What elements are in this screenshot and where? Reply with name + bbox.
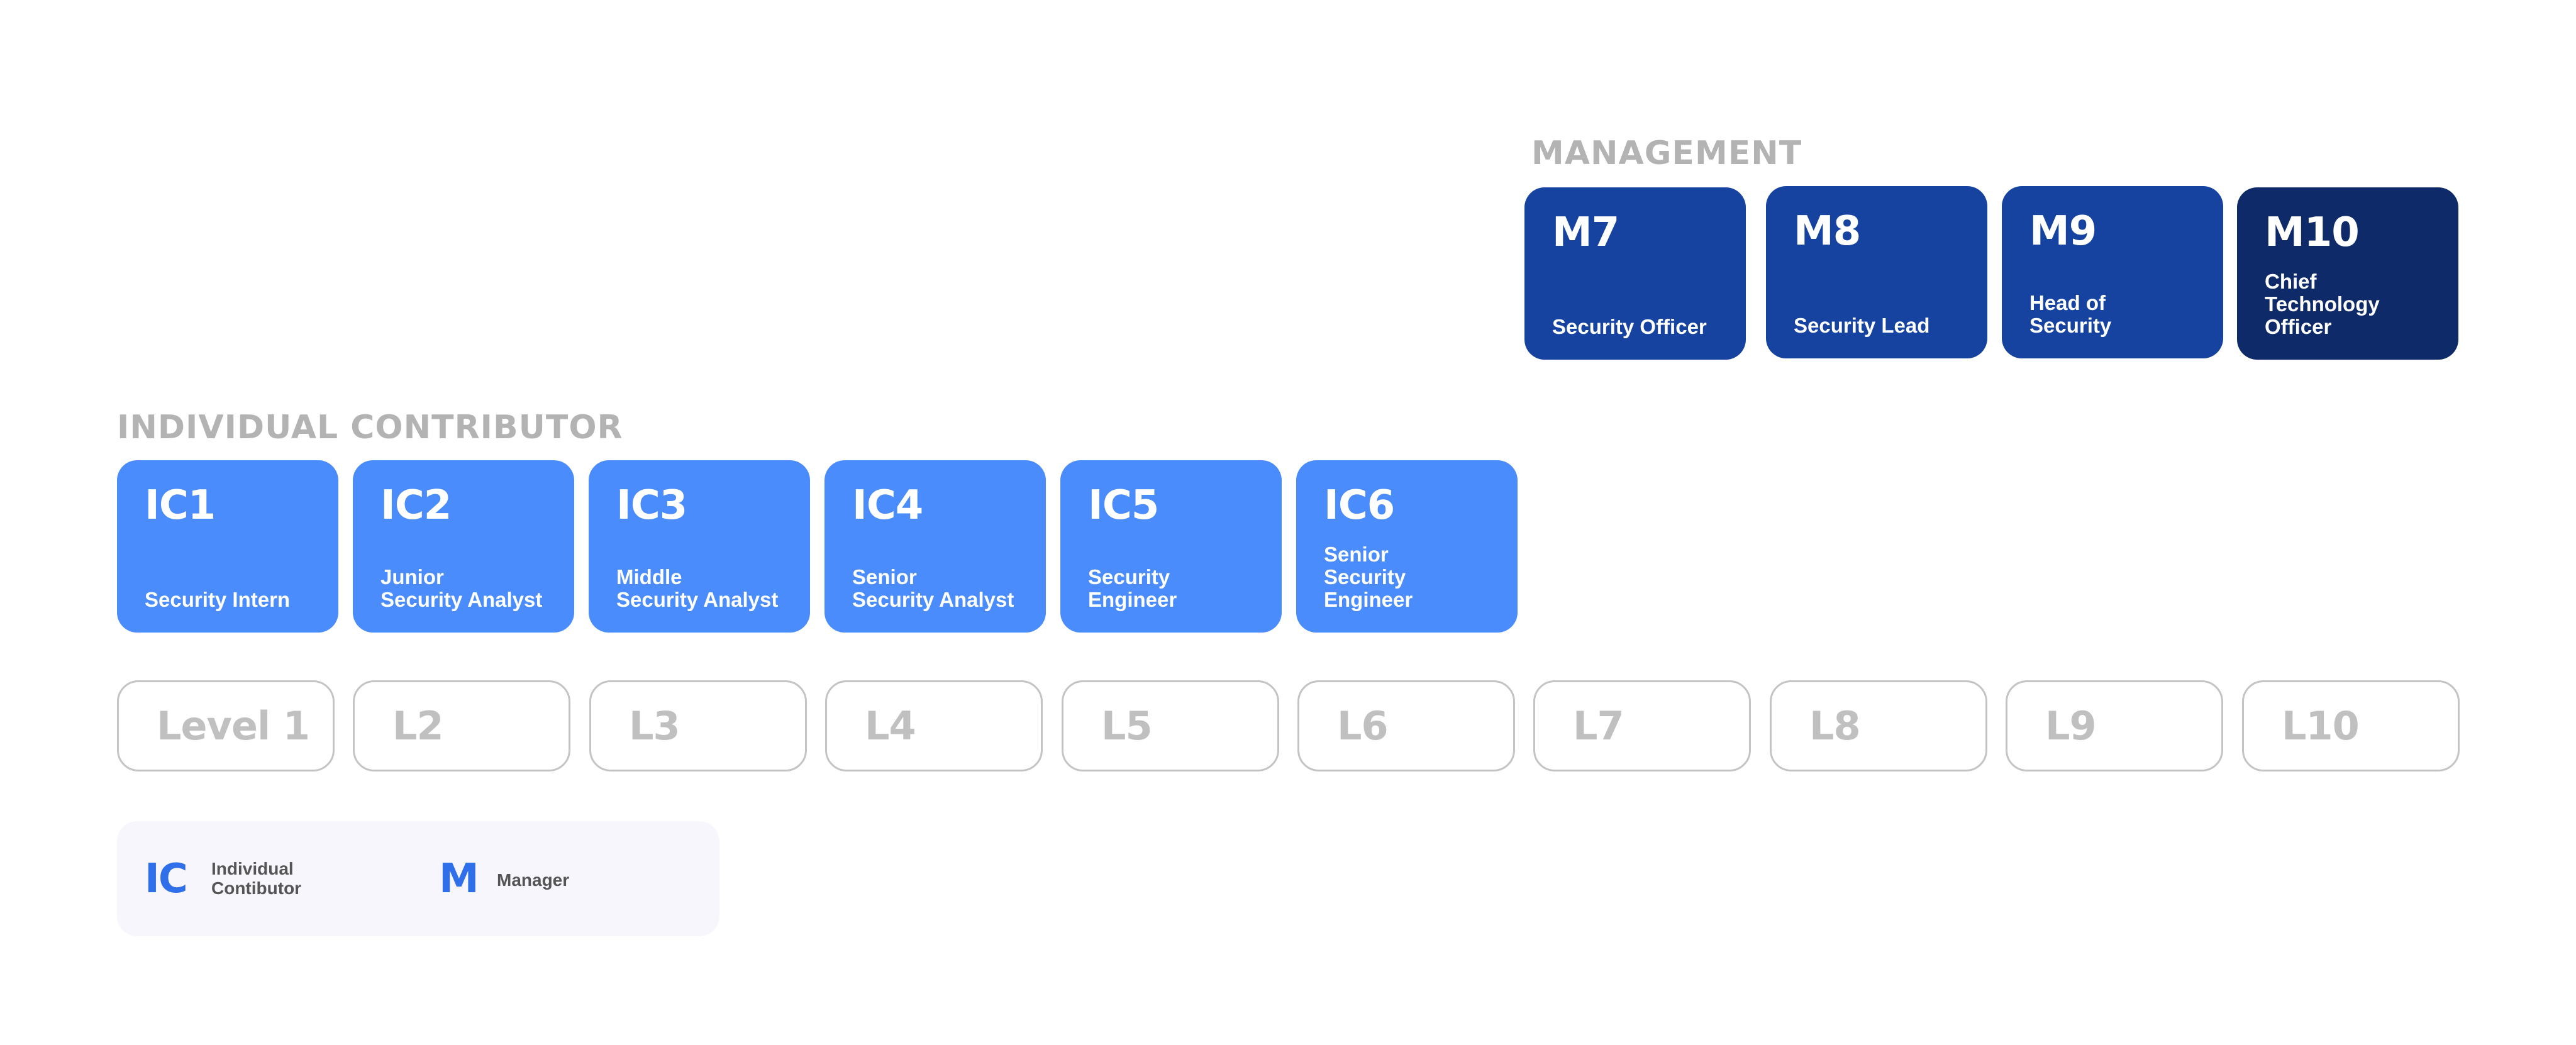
level-title: Senior Security Engineer [1324,543,1413,611]
level-chip-9: L9 [2006,680,2223,771]
legend-ic-abbr: IC [145,856,188,902]
level-chip-6: L6 [1297,680,1515,771]
level-code: IC5 [1088,482,1159,529]
level-label: L2 [392,703,444,749]
level-chip-10: L10 [2242,680,2460,771]
level-title: Chief Technology Officer [2265,270,2380,338]
level-code: M7 [1552,209,1619,256]
level-label: L7 [1573,703,1624,749]
level-code: IC3 [616,482,687,529]
level-label: L3 [629,703,680,749]
level-card-m10[interactable]: M10 Chief Technology Officer [2237,187,2458,360]
level-title: Junior Security Analyst [380,565,543,611]
level-code: IC2 [380,482,452,529]
level-card-ic1[interactable]: IC1 Security Intern [117,460,338,633]
level-label: L5 [1101,703,1153,749]
legend-m-abbr: M [439,856,479,902]
level-title: Senior Security Analyst [852,565,1014,611]
level-card-ic5[interactable]: IC5 Security Engineer [1060,460,1282,633]
level-label: L9 [2045,703,2097,749]
individual-contributor-heading: INDIVIDUAL CONTRIBUTOR [117,409,623,446]
level-card-ic3[interactable]: IC3 Middle Security Analyst [589,460,810,633]
level-chip-2: L2 [353,680,570,771]
level-label: Level 1 [157,703,310,749]
level-title: Security Officer [1552,315,1707,338]
level-title: Security Intern [145,588,291,611]
level-code: M9 [2029,208,2097,255]
level-code: IC4 [852,482,923,529]
level-label: L4 [865,703,916,749]
level-card-m9[interactable]: M9 Head of Security [2002,186,2223,358]
level-label: L8 [1809,703,1861,749]
level-title: Middle Security Analyst [616,565,779,611]
level-label: L10 [2282,703,2360,749]
legend-ic-label: Individual Contibutor [211,859,302,898]
level-code: IC6 [1324,482,1395,529]
level-chip-8: L8 [1770,680,1987,771]
level-label: L6 [1337,703,1389,749]
level-code: M8 [1794,208,1861,255]
legend-m-label: Manager [497,870,570,890]
level-code: IC1 [145,482,216,529]
level-chip-1: Level 1 [117,680,335,771]
level-card-ic2[interactable]: IC2 Junior Security Analyst [353,460,574,633]
level-card-m7[interactable]: M7 Security Officer [1524,187,1746,360]
level-chip-5: L5 [1062,680,1279,771]
management-heading: MANAGEMENT [1531,135,1802,172]
level-code: M10 [2265,209,2360,256]
level-card-m8[interactable]: M8 Security Lead [1766,186,1987,358]
level-card-ic4[interactable]: IC4 Senior Security Analyst [824,460,1046,633]
level-chip-3: L3 [589,680,807,771]
level-title: Security Lead [1794,314,1930,337]
level-chip-7: L7 [1533,680,1751,771]
level-title: Security Engineer [1088,565,1177,611]
level-chip-4: L4 [825,680,1043,771]
legend: IC Individual Contibutor M Manager [117,821,719,936]
level-title: Head of Security [2029,291,2112,337]
level-card-ic6[interactable]: IC6 Senior Security Engineer [1296,460,1518,633]
